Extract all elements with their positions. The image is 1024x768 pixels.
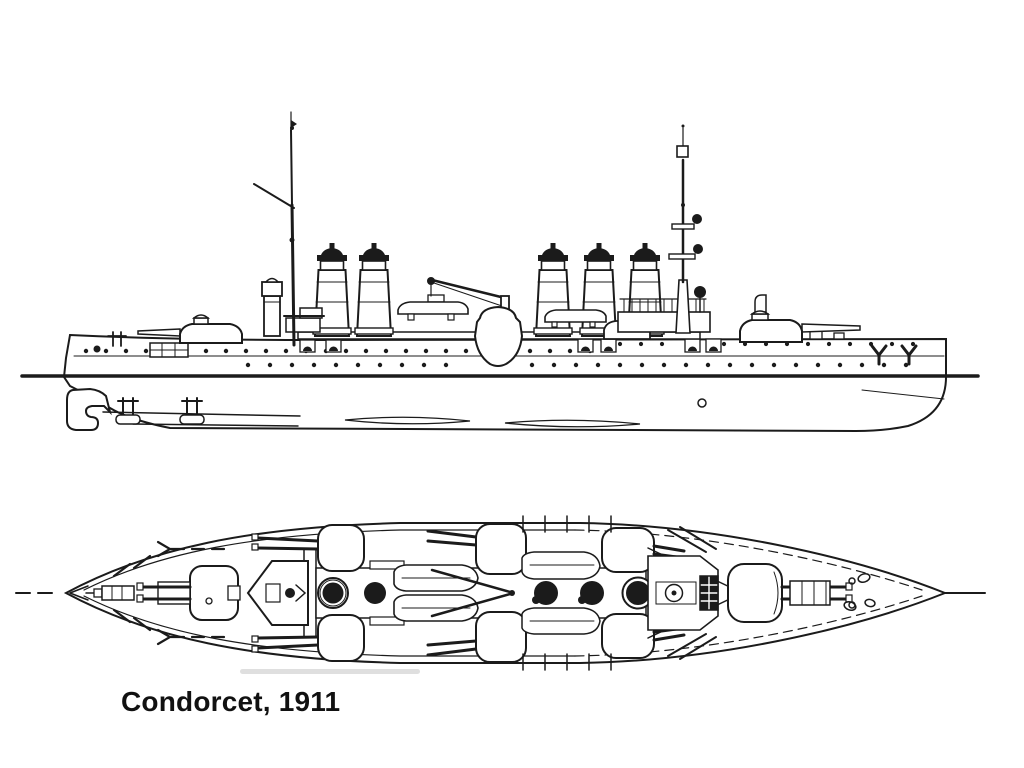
scan-artifact [240, 669, 420, 674]
figure-caption: Condorcet, 1911 [121, 686, 341, 717]
ship-boats-profile [397, 294, 607, 328]
bridge-plan [246, 548, 317, 638]
foremast [253, 111, 297, 347]
bow-chevron [69, 585, 89, 601]
capstan-gear [85, 585, 135, 601]
plan-view [15, 515, 986, 671]
aft-main-turret [739, 310, 861, 343]
aft-superstructure-plan [647, 526, 737, 660]
boats-plan [393, 551, 601, 635]
bridge-house [283, 307, 325, 333]
wing-turrets-plan [251, 523, 686, 663]
deck-edge-ticks [522, 515, 612, 671]
anchor-chain-marks [156, 540, 226, 646]
bow-winch [107, 331, 127, 347]
anchor [93, 345, 101, 353]
mainmast [668, 124, 703, 334]
stern-davits [870, 344, 918, 366]
side-elevation-view [20, 111, 980, 433]
bow-edge-marks [112, 554, 152, 632]
forward-turret-plan [136, 565, 241, 621]
forward-main-turret [137, 314, 243, 344]
conning-tower [261, 277, 283, 337]
stern-deck-details [843, 573, 876, 611]
ram-bow [66, 387, 112, 431]
anchor-billboard [149, 342, 189, 358]
bilge-keel [344, 416, 641, 428]
aft-turret-plan [727, 563, 853, 623]
net-boom-brackets [115, 397, 205, 425]
wing-turret-profile [473, 305, 524, 367]
funnel-circles [317, 576, 655, 610]
